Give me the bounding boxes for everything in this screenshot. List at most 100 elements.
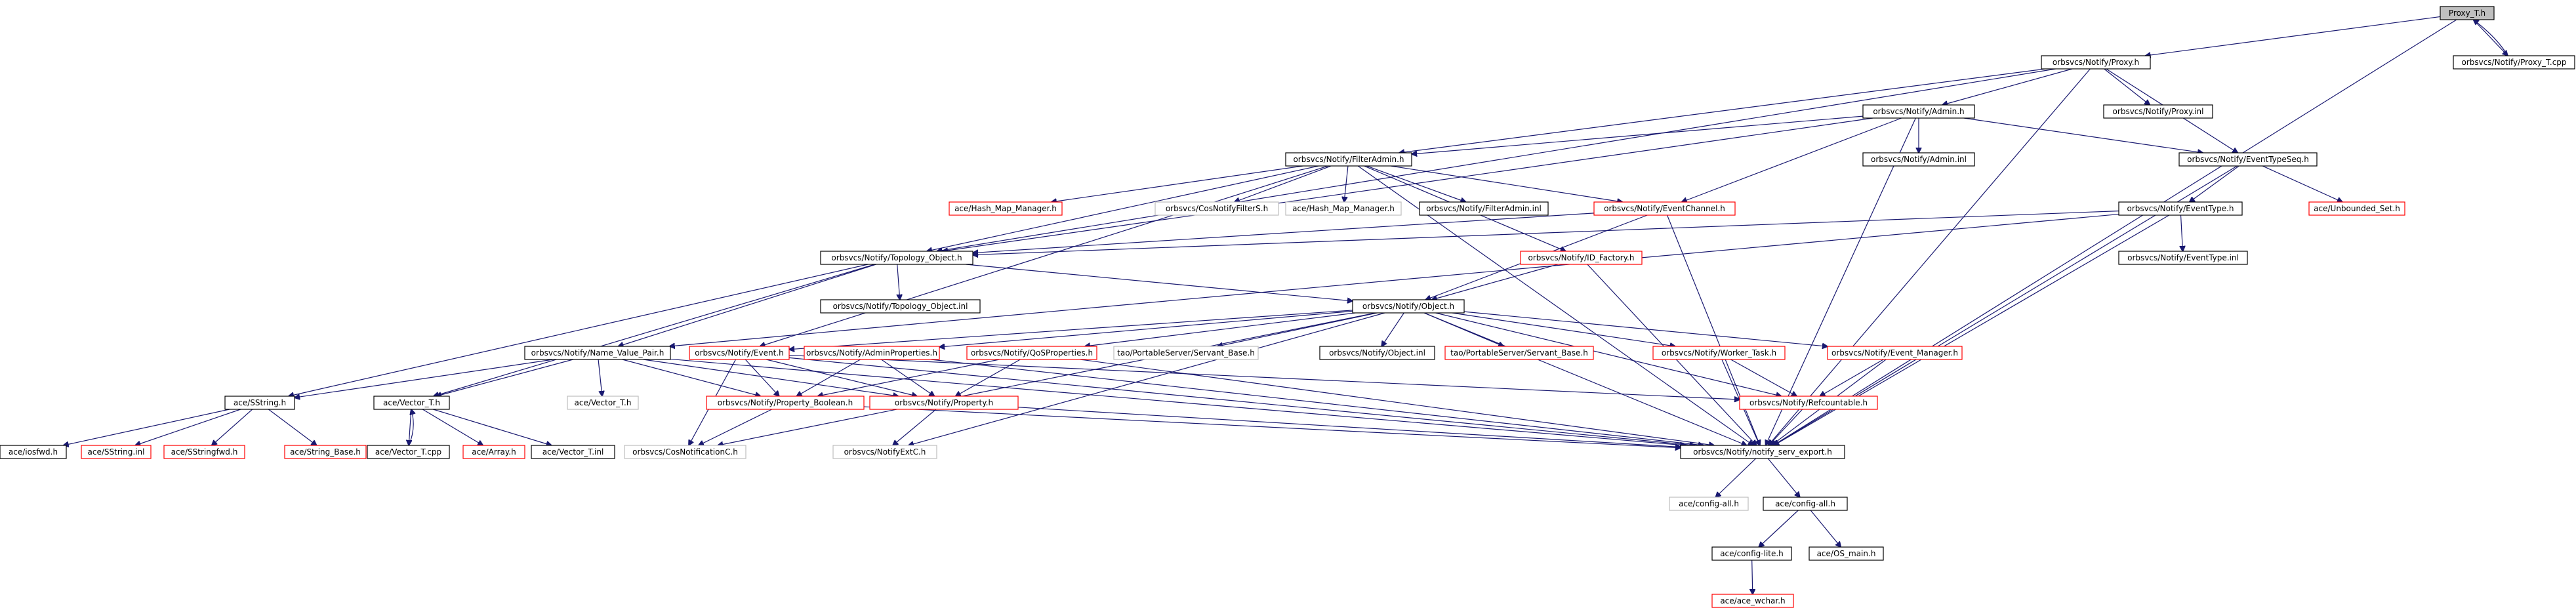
- dependency-edge-name_value_pair_h-to-property_boolean_h: [622, 359, 761, 396]
- graph-node-filteradmin_inl[interactable]: orbsvcs/Notify/FilterAdmin.inl: [1419, 201, 1549, 216]
- graph-node-admin_h[interactable]: orbsvcs/Notify/Admin.h: [1862, 104, 1975, 119]
- node-box: [1419, 201, 1549, 216]
- graph-node-iosfwd_h[interactable]: ace/iosfwd.h: [0, 445, 67, 459]
- graph-node-config_lite_h[interactable]: ace/config-lite.h: [1711, 546, 1792, 561]
- graph-node-refcountable_h[interactable]: orbsvcs/Notify/Refcountable.h: [1739, 396, 1878, 410]
- graph-node-portableserver_servant_base_h_red[interactable]: tao/PortableServer/Servant_Base.h: [1444, 346, 1594, 360]
- graph-node-property_h[interactable]: orbsvcs/Notify/Property.h: [869, 396, 1019, 410]
- graph-node-proxy_t_h[interactable]: Proxy_T.h: [2440, 6, 2495, 20]
- node-box: [373, 396, 450, 410]
- graph-node-topology_object_inl[interactable]: orbsvcs/Notify/Topology_Object.inl: [820, 299, 981, 314]
- dependency-edge-proxy_h-to-notify_serv_export_h: [1768, 68, 2091, 445]
- graph-node-admin_inl[interactable]: orbsvcs/Notify/Admin.inl: [1862, 152, 1975, 167]
- graph-node-topology_object_h[interactable]: orbsvcs/Notify/Topology_Object.h: [820, 251, 973, 265]
- graph-node-event_h[interactable]: orbsvcs/Notify/Event.h: [689, 346, 790, 360]
- node-label: tao/PortableServer/Servant_Base.h: [1117, 348, 1255, 357]
- dependency-edge-eventtype_h-to-topology_object_h: [973, 211, 2119, 255]
- graph-node-os_main_h[interactable]: ace/OS_main.h: [1809, 546, 1884, 561]
- dependency-edge-filteradmin_h-to-notify_serv_export_h: [1357, 165, 1753, 445]
- graph-node-proxy_t_cpp[interactable]: orbsvcs/Notify/Proxy_T.cpp: [2453, 55, 2575, 70]
- node-label: orbsvcs/Notify/Proxy.inl: [2113, 107, 2204, 116]
- graph-node-filteradmin_h[interactable]: orbsvcs/Notify/FilterAdmin.h: [1285, 152, 1412, 167]
- graph-node-vector_t_inl[interactable]: ace/Vector_T.inl: [531, 445, 615, 459]
- node-label: orbsvcs/Notify/Topology_Object.inl: [833, 302, 968, 311]
- node-box: [1827, 346, 1963, 360]
- dependency-edge-eventtype_h-to-name_value_pair_h: [670, 213, 2119, 346]
- dependency-edge-notify_serv_export_h-to-config_all_h_gray: [1715, 458, 1757, 497]
- graph-node-sstring_inl[interactable]: ace/SString.inl: [81, 445, 152, 459]
- node-box: [1862, 104, 1975, 119]
- node-box: [966, 346, 1097, 360]
- graph-node-object_h[interactable]: orbsvcs/Notify/Object.h: [1352, 299, 1465, 314]
- graph-node-eventtype_h[interactable]: orbsvcs/Notify/EventType.h: [2118, 201, 2243, 216]
- graph-node-ace_wchar_h[interactable]: ace/ace_wchar.h: [1711, 594, 1794, 608]
- node-box: [1285, 152, 1412, 167]
- node-box: [462, 445, 525, 459]
- dependency-edge-property_boolean_h-to-cosnotificationc_h: [699, 409, 772, 445]
- node-label: ace/Vector_T.h: [383, 398, 440, 407]
- dependency-edge-proxy_h-to-filteradmin_h: [1399, 68, 2046, 153]
- graph-node-sstringfwd_h[interactable]: ace/SStringfwd.h: [163, 445, 245, 459]
- graph-node-event_manager_h[interactable]: orbsvcs/Notify/Event_Manager.h: [1827, 346, 1963, 360]
- dependency-edge-adminproperties_h-to-property_boolean_h: [796, 359, 861, 396]
- node-box: [2178, 152, 2318, 167]
- node-box: [367, 445, 450, 459]
- dependency-edge-property_boolean_h-to-notify_serv_export_h: [863, 406, 1681, 448]
- node-box: [0, 445, 67, 459]
- node-label: orbsvcs/Notify/Refcountable.h: [1749, 398, 1868, 407]
- graph-node-worker_task_h[interactable]: orbsvcs/Notify/Worker_Task.h: [1652, 346, 1786, 360]
- graph-node-vector_t_cpp[interactable]: ace/Vector_T.cpp: [367, 445, 450, 459]
- graph-node-cosnotificationc_h: orbsvcs/CosNotificationC.h: [624, 445, 746, 459]
- graph-node-eventchannel_h[interactable]: orbsvcs/Notify/EventChannel.h: [1593, 201, 1736, 216]
- graph-node-vector_t_h[interactable]: ace/Vector_T.h: [373, 396, 450, 410]
- graph-node-proxy_inl[interactable]: orbsvcs/Notify/Proxy.inl: [2103, 104, 2213, 119]
- dependency-edge-sstring_h-to-sstringfwd_h: [212, 409, 253, 445]
- dependency-edge-filteradmin_h-to-eventchannel_h: [1391, 165, 1622, 202]
- graph-node-name_value_pair_h[interactable]: orbsvcs/Notify/Name_Value_Pair.h: [524, 346, 671, 360]
- node-label: ace/SString.inl: [88, 447, 145, 457]
- node-label: orbsvcs/Notify/QoSProperties.h: [971, 348, 1093, 357]
- node-label: ace/iosfwd.h: [9, 447, 58, 457]
- dependency-edge-name_value_pair_h-to-vector_t_h_gray: [598, 359, 602, 396]
- node-label: ace/String_Base.h: [290, 447, 361, 457]
- node-box: [1862, 152, 1975, 167]
- dependency-edge-config_all_h-to-config_lite_h: [1759, 510, 1799, 547]
- node-label: orbsvcs/Notify/EventTypeSeq.h: [2187, 155, 2309, 164]
- graph-node-hash_map_manager_h_red[interactable]: ace/Hash_Map_Manager.h: [949, 201, 1063, 216]
- graph-node-qosproperties_h[interactable]: orbsvcs/Notify/QoSProperties.h: [966, 346, 1097, 360]
- node-box: [2453, 55, 2575, 70]
- node-box: [1711, 546, 1792, 561]
- node-box: [869, 396, 1019, 410]
- dependency-edge-object_h-to-event_manager_h: [1463, 311, 1828, 346]
- dependency-edge-qosproperties_h-to-notify_serv_export_h: [1080, 359, 1714, 445]
- node-label: orbsvcs/Notify/Proxy_T.cpp: [2461, 58, 2566, 67]
- node-box: [820, 251, 973, 265]
- graph-node-notify_serv_export_h[interactable]: orbsvcs/Notify/notify_serv_export.h: [1680, 445, 1845, 459]
- node-box: [567, 396, 639, 410]
- node-label: orbsvcs/Notify/EventChannel.h: [1604, 204, 1725, 213]
- node-label: orbsvcs/Notify/Object.h: [1362, 302, 1454, 311]
- graph-node-eventtype_inl[interactable]: orbsvcs/Notify/EventType.inl: [2118, 251, 2248, 265]
- dependency-edge-name_value_pair_h-to-notify_serv_export_h: [670, 358, 1685, 445]
- graph-node-sstring_h[interactable]: ace/SString.h: [224, 396, 295, 410]
- node-label: orbsvcs/Notify/FilterAdmin.h: [1293, 155, 1404, 164]
- graph-node-id_factory_h[interactable]: orbsvcs/Notify/ID_Factory.h: [1520, 251, 1643, 265]
- dependency-edge-filteradmin_h-to-filteradmin_inl: [1366, 165, 1465, 202]
- dependency-edge-object_h-to-qosproperties_h: [1085, 312, 1356, 346]
- graph-node-config_all_h[interactable]: ace/config-all.h: [1763, 497, 1848, 511]
- node-label: ace/SStringfwd.h: [171, 447, 238, 457]
- graph-node-eventtypeseq_h[interactable]: orbsvcs/Notify/EventTypeSeq.h: [2178, 152, 2318, 167]
- dependency-edge-refcountable_h-to-notify_serv_export_h: [1768, 409, 1803, 445]
- graph-node-adminproperties_h[interactable]: orbsvcs/Notify/AdminProperties.h: [804, 346, 940, 360]
- dependency-edge-qosproperties_h-to-property_h: [956, 359, 1021, 396]
- node-box: [1352, 299, 1465, 314]
- graph-node-proxy_h[interactable]: orbsvcs/Notify/Proxy.h: [2041, 55, 2151, 70]
- graph-node-portableserver_servant_base_h_gray: tao/PortableServer/Servant_Base.h: [1113, 346, 1259, 360]
- graph-node-property_boolean_h[interactable]: orbsvcs/Notify/Property_Boolean.h: [706, 396, 865, 410]
- graph-node-string_base_h[interactable]: ace/String_Base.h: [284, 445, 367, 459]
- graph-node-cosnotifyfilters_h: orbsvcs/CosNotifyFilterS.h: [1155, 201, 1279, 216]
- graph-node-object_inl[interactable]: orbsvcs/Notify/Object.inl: [1319, 346, 1435, 360]
- graph-node-unbounded_set_h[interactable]: ace/Unbounded_Set.h: [2308, 201, 2405, 216]
- graph-node-array_h[interactable]: ace/Array.h: [462, 445, 525, 459]
- dependency-edge-filteradmin_h-to-event_h: [760, 165, 1328, 346]
